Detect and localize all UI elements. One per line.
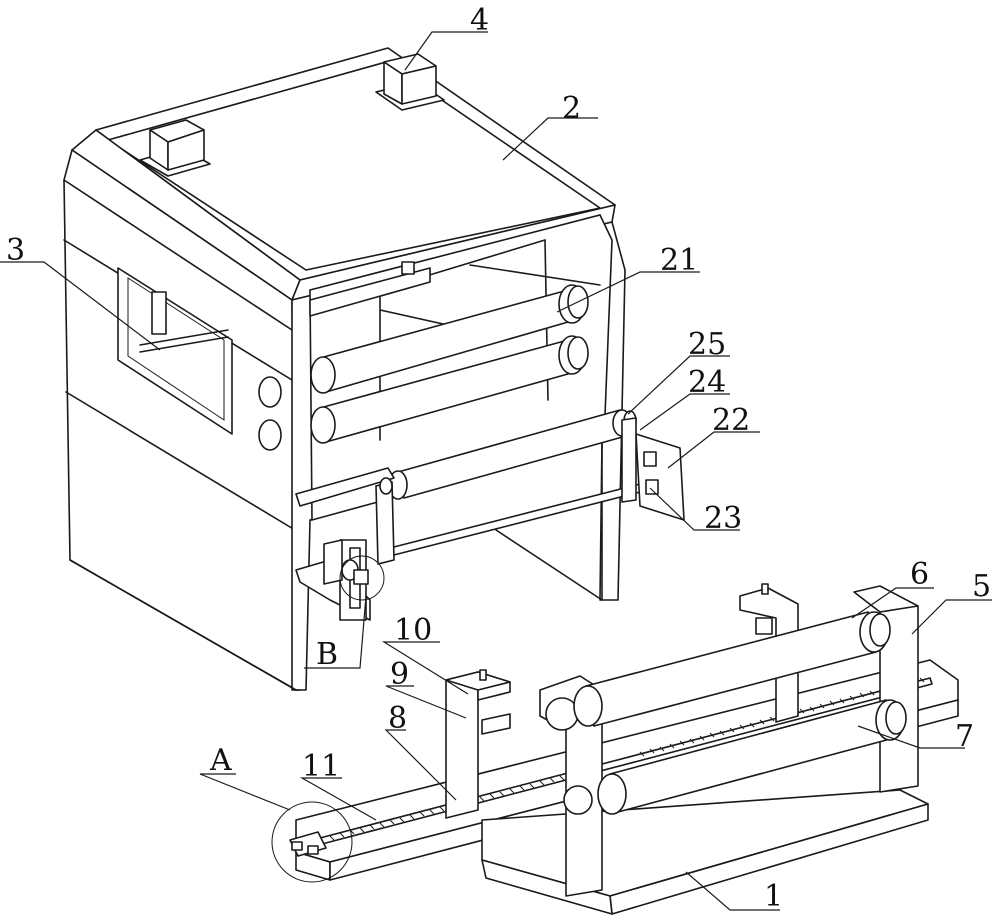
stand-right-plate — [853, 585, 919, 793]
leader-lines — [0, 31, 992, 911]
label-1: 1 — [764, 879, 783, 914]
detail-circle-b — [339, 555, 385, 601]
label-5: 5 — [972, 569, 991, 604]
label-23: 23 — [704, 501, 742, 536]
roller-upper — [310, 284, 589, 394]
label-10: 10 — [394, 613, 432, 648]
rear-bracket — [739, 583, 799, 723]
label-8: 8 — [388, 701, 407, 736]
label-6: 6 — [910, 557, 929, 592]
top-box-left — [139, 119, 211, 177]
detail-circle-a — [271, 801, 353, 883]
top-box-right — [375, 53, 445, 111]
knob-upper — [258, 376, 282, 408]
callout-labels: 4 2 3 21 25 24 22 23 B 6 5 7 1 10 9 8 11… — [6, 3, 991, 914]
label-7: 7 — [955, 719, 974, 754]
label-3: 3 — [6, 233, 25, 268]
label-24: 24 — [688, 365, 726, 400]
knob-lower — [258, 419, 282, 451]
right-plate — [621, 417, 685, 521]
side-window — [117, 267, 233, 435]
label-4: 4 — [470, 3, 489, 38]
label-9: 9 — [390, 657, 409, 692]
stand-left-plate — [539, 675, 603, 897]
label-25: 25 — [688, 327, 726, 362]
left-bracket — [295, 467, 395, 621]
label-22: 22 — [712, 403, 750, 438]
roller-lower — [310, 335, 589, 444]
label-B: B — [316, 637, 338, 672]
roller-6 — [573, 611, 891, 727]
label-21: 21 — [660, 243, 698, 278]
label-2: 2 — [562, 91, 581, 126]
label-11: 11 — [302, 749, 340, 784]
slider-block — [445, 669, 511, 819]
label-A: A — [209, 743, 232, 778]
roller-7 — [597, 699, 907, 815]
